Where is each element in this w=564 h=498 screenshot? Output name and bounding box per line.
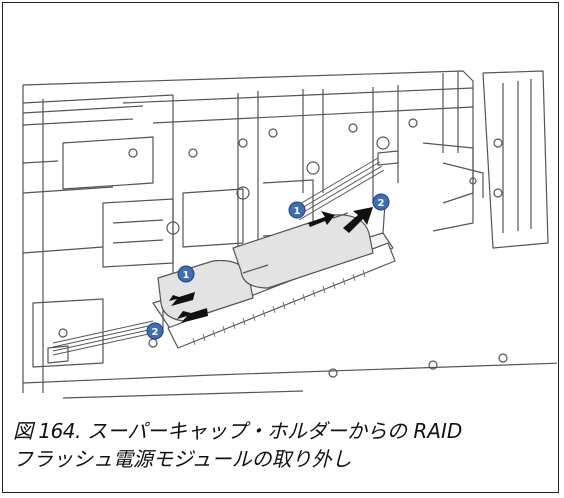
callout-1-right-label: 1 — [294, 206, 301, 217]
callout-1-right: 1 — [288, 201, 306, 219]
arrow-2-left — [177, 308, 208, 323]
caption-line-1: 図 164. スーパーキャップ・ホルダーからの RAID — [13, 417, 553, 445]
caption-title-line-2: フラッシュ電源モジュールの取り外し — [13, 447, 352, 471]
callout-2-left-label: 2 — [152, 327, 159, 338]
callout-2-right: 2 — [372, 193, 390, 211]
callouts: 1 2 1 2 — [146, 193, 390, 340]
callout-1-left: 1 — [177, 265, 195, 283]
chassis — [22, 70, 557, 399]
cables — [52, 157, 385, 356]
figure-caption: 図 164. スーパーキャップ・ホルダーからの RAID フラッシュ電源モジュー… — [13, 417, 553, 473]
callout-1-left-label: 1 — [183, 270, 190, 281]
removal-arrows — [169, 207, 373, 323]
arrow-1-left — [169, 292, 195, 306]
raid-flash-power-module-illustration: 1 2 1 2 — [22, 70, 557, 399]
figure-frame: 1 2 1 2 図 164. スーパーキャップ・ホルダーからの RAID フラッ… — [2, 2, 559, 493]
callout-2-right-label: 2 — [378, 198, 385, 209]
arrow-2-up-right — [343, 207, 373, 233]
caption-number: 図 164. — [13, 419, 81, 443]
callout-2-left: 2 — [146, 322, 164, 340]
caption-title-line-1: スーパーキャップ・ホルダーからの RAID — [87, 419, 463, 443]
arrow-1-right — [308, 211, 335, 227]
